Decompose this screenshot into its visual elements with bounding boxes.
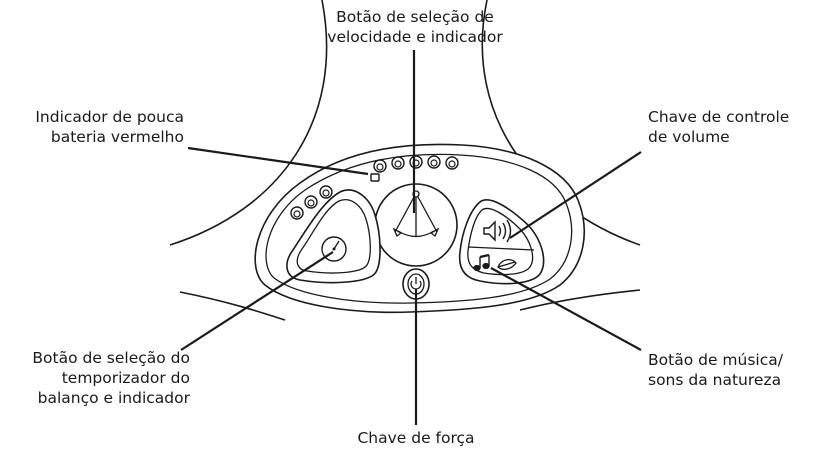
label-timer-line-2: temporizador do <box>61 369 190 387</box>
speed-led-2-inner <box>394 160 402 168</box>
pendulum-arm-right <box>417 196 438 233</box>
label-timer-line-1: Botão de seleção do <box>32 349 190 367</box>
speed-led-1 <box>373 159 387 173</box>
nature-leaf-icon <box>497 259 517 270</box>
label-volume: Chave de controle de volume <box>648 107 808 147</box>
leader-line-battery <box>187 146 369 176</box>
pendulum-icon <box>392 190 440 238</box>
speed-led-1-inner <box>376 163 384 171</box>
timer-led-1-inner <box>293 210 301 218</box>
base-curve-right <box>519 289 641 311</box>
leader-line-music <box>490 267 642 351</box>
timer-led-3 <box>319 185 333 199</box>
leader-line-timer <box>180 251 334 351</box>
base-curve-left <box>179 291 286 321</box>
timer-indicator-leds <box>290 185 333 220</box>
low-battery-indicator <box>370 173 380 182</box>
label-timer-line-3: balanço e indicador <box>37 389 190 407</box>
leader-line-volume <box>509 151 642 239</box>
timer-led-1 <box>290 206 304 220</box>
label-speed-line-2: velocidade e indicador <box>327 28 503 46</box>
label-power: Chave de força <box>316 428 516 448</box>
timer-led-2-inner <box>307 199 315 207</box>
music-note-icon <box>473 253 490 272</box>
label-timer: Botão de seleção do temporizador do bala… <box>2 348 190 408</box>
label-low-battery: Indicador de pouca bateria vermelho <box>4 107 184 147</box>
timer-dial-hand <box>333 240 340 250</box>
timer-led-3-inner <box>322 189 330 197</box>
label-battery-line-1: Indicador de pouca <box>35 108 184 126</box>
label-speed-line-1: Botão de seleção de <box>336 8 494 26</box>
pendulum-arm-left <box>394 196 415 233</box>
label-power-line-1: Chave de força <box>357 429 475 447</box>
label-music-line-1: Botão de música/ <box>648 351 783 369</box>
timer-led-2 <box>304 195 318 209</box>
label-speed-button: Botão de seleção de velocidade e indicad… <box>295 7 535 47</box>
label-battery-line-2: bateria vermelho <box>50 128 184 146</box>
timer-button-inner <box>296 199 371 274</box>
timer-dial-center <box>332 247 336 251</box>
label-volume-line-1: Chave de controle <box>648 108 790 126</box>
speed-led-4 <box>427 155 441 169</box>
pendulum-arrow-left <box>392 227 403 238</box>
label-volume-line-2: de volume <box>648 128 730 146</box>
speed-led-5 <box>445 156 459 170</box>
speed-led-5-inner <box>448 160 456 168</box>
speed-led-2 <box>391 156 405 170</box>
panel-housing-inner <box>265 153 573 304</box>
label-music: Botão de música/ sons da natureza <box>648 350 808 390</box>
speaker-icon <box>483 219 512 243</box>
label-music-line-2: sons da natureza <box>648 371 782 389</box>
seat-curve-left <box>169 0 328 246</box>
speed-led-4-inner <box>430 159 438 167</box>
pendulum-arrow-right <box>429 227 440 238</box>
volume-music-divider <box>467 246 535 251</box>
